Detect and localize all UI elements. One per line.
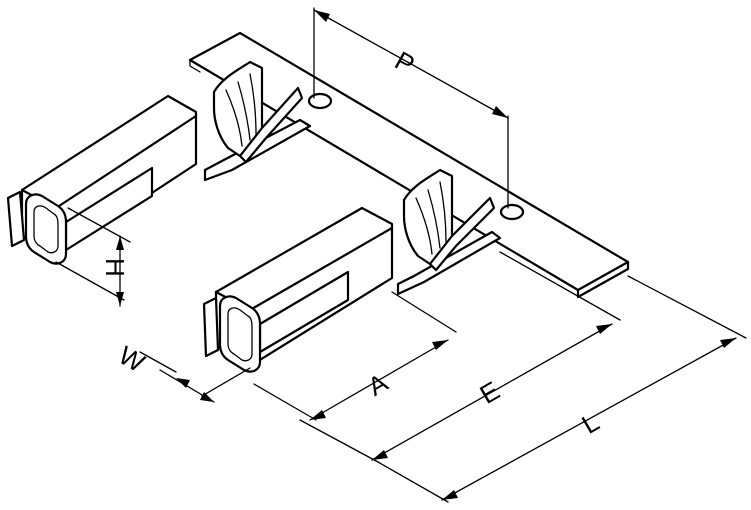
terminal-left [6,60,312,265]
terminal-right [202,168,502,373]
dimension-h: H [55,207,131,307]
dimension-label-a: A [363,367,394,402]
dimension-label-e: E [475,375,505,410]
dimension-label-w: W [114,340,151,378]
dimension-l: L [377,275,747,503]
dimension-label-h: H [100,258,130,277]
dimension-e: E [299,251,621,463]
pilot-hole-left [307,92,333,110]
dimension-label-p: P [390,45,420,80]
pilot-hole-right [499,203,525,221]
